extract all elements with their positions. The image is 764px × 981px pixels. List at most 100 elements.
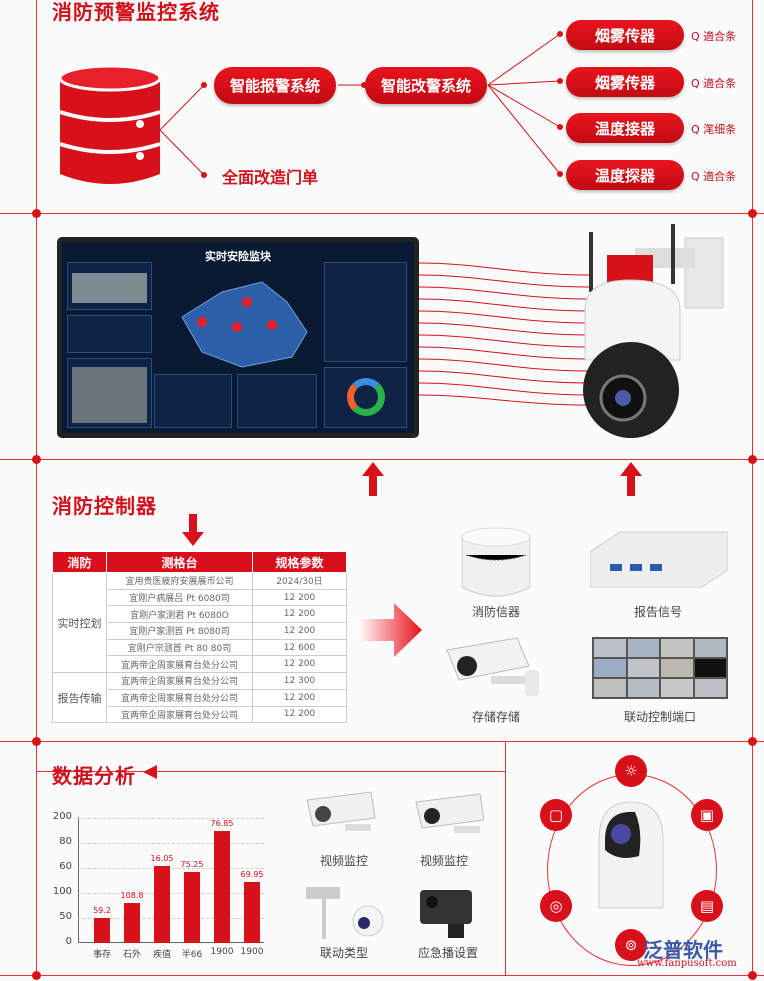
bar-value-label: 16.05 — [150, 853, 174, 863]
y-tick-label: 60 — [59, 861, 72, 872]
sensor-pill[interactable]: 烟雾传器 — [566, 67, 684, 97]
gridline — [78, 918, 264, 919]
table-cell: 12 600 — [252, 638, 347, 657]
bar — [244, 881, 260, 943]
camera-image — [306, 791, 376, 831]
target-icon[interactable]: ⊚ — [615, 929, 647, 961]
sensor-pill[interactable]: 烟雾传器 — [566, 20, 684, 50]
database-icon — [58, 64, 162, 184]
signal-box-image — [590, 531, 728, 588]
video-wall-image — [592, 637, 728, 699]
camera-label: 视频监控 — [319, 854, 368, 868]
table-cell: 宜两帝企周家展育台处分公司 — [106, 705, 253, 724]
bar — [94, 918, 110, 943]
sensor-pill[interactable]: 温度探器 — [566, 160, 684, 190]
linked-camera-image — [306, 887, 384, 939]
x-tick-label: 1900 — [240, 947, 264, 957]
y-tick-label: 0 — [65, 936, 72, 947]
box-icon[interactable]: ▢ — [540, 799, 572, 831]
table-cell: 12 200 — [252, 588, 347, 607]
table-cell: 12 200 — [252, 705, 347, 724]
table-cell: 12 200 — [252, 688, 347, 707]
dashboard-map — [181, 281, 308, 368]
section-title-controller: 消防控制器 — [52, 494, 157, 518]
x-tick-label: 事存 — [92, 950, 111, 960]
device-label: 报告信号 — [633, 605, 682, 619]
gridline — [78, 868, 264, 869]
bar-value-label: 108.8 — [120, 891, 144, 900]
arrow-left-icon — [143, 765, 157, 779]
camera-image — [415, 793, 484, 833]
bar-value-label: 59.2 — [93, 906, 111, 915]
device-label: 存储存储 — [471, 710, 520, 724]
y-tick-label: 200 — [52, 811, 72, 822]
document-icon[interactable]: ▤ — [691, 890, 723, 922]
table-cell: 12 300 — [252, 672, 347, 690]
node-alert-system[interactable]: 智能改警系统 — [365, 67, 487, 104]
connector-lines — [160, 31, 563, 178]
table-header: 测格台 — [106, 551, 253, 573]
sensor-tag: Q 適合条 — [691, 30, 737, 43]
dashboard-monitor: 实时安险监块 — [57, 237, 419, 438]
node-renovation-order: 全面改造门单 — [222, 168, 319, 187]
bullet-camera-image — [446, 637, 539, 696]
section-title-analysis: 数据分析 — [52, 764, 136, 788]
node-alarm-system[interactable]: 智能报警系统 — [214, 67, 336, 104]
camera-label: 联动类型 — [319, 946, 368, 960]
signal-lines — [419, 262, 589, 406]
table-cell: 宜两帝企周家展育台处分公司 — [106, 655, 253, 674]
logo-url[interactable]: www.fanpusoft.com — [637, 958, 737, 969]
arrow-down-icon — [182, 514, 204, 546]
section-title-monitoring: 消防预警监控系统 — [52, 0, 220, 24]
group-label: 实时控划 — [52, 571, 107, 674]
camera-label: 视频监控 — [419, 854, 468, 868]
arrow-up-icon — [362, 462, 384, 496]
logo-text: 泛普软件 — [643, 938, 723, 962]
y-tick-label: 50 — [59, 911, 72, 922]
camera-label: 应急播设置 — [417, 946, 478, 960]
table-cell: 2024/30日 — [252, 572, 347, 590]
arrow-up-icon — [620, 462, 642, 496]
bar — [124, 903, 140, 943]
x-tick-label: 疾值 — [152, 950, 171, 960]
table-cell: 宜用贵医疲府安展展币公司 — [106, 572, 253, 590]
arrow-right-icon — [358, 603, 422, 657]
table-cell: 宜刚户家测首 Pt 8080司 — [106, 622, 253, 640]
ptz-camera-image — [583, 224, 724, 438]
table-cell: 12 200 — [252, 622, 347, 640]
sensor-tag: Q 適合条 — [691, 170, 737, 183]
bar-chart — [78, 817, 264, 943]
rotate-icon[interactable]: ◎ — [540, 890, 572, 922]
bar-value-label: 69.95 — [240, 869, 264, 879]
package-icon[interactable]: ▣ — [691, 799, 723, 831]
bar — [184, 871, 200, 943]
dashboard-title: 实时安险监块 — [205, 250, 271, 263]
fire-detector-image — [461, 527, 531, 597]
gridline — [78, 843, 264, 844]
sun-icon[interactable]: ☼ — [615, 755, 647, 787]
sensor-tag: Q 滗细条 — [691, 123, 737, 136]
sensor-tag: Q 適合条 — [691, 77, 737, 90]
device-label: 消防信器 — [471, 605, 520, 619]
y-tick-label: 100 — [52, 886, 72, 897]
gridline — [78, 818, 264, 819]
table-cell: 12 200 — [252, 605, 347, 624]
sensor-pill[interactable]: 温度接器 — [566, 113, 684, 143]
table-cell: 宜刚户宗测首 Pt 80 80司 — [106, 638, 253, 657]
bar-value-label: 76.85 — [210, 818, 234, 828]
x-tick-label: 1900 — [210, 947, 234, 957]
table-cell: 12 200 — [252, 655, 347, 674]
bar-value-label: 75.25 — [180, 859, 204, 869]
dome-camera-image — [598, 801, 664, 909]
bar — [214, 830, 230, 943]
table-header: 消防 — [52, 551, 107, 573]
